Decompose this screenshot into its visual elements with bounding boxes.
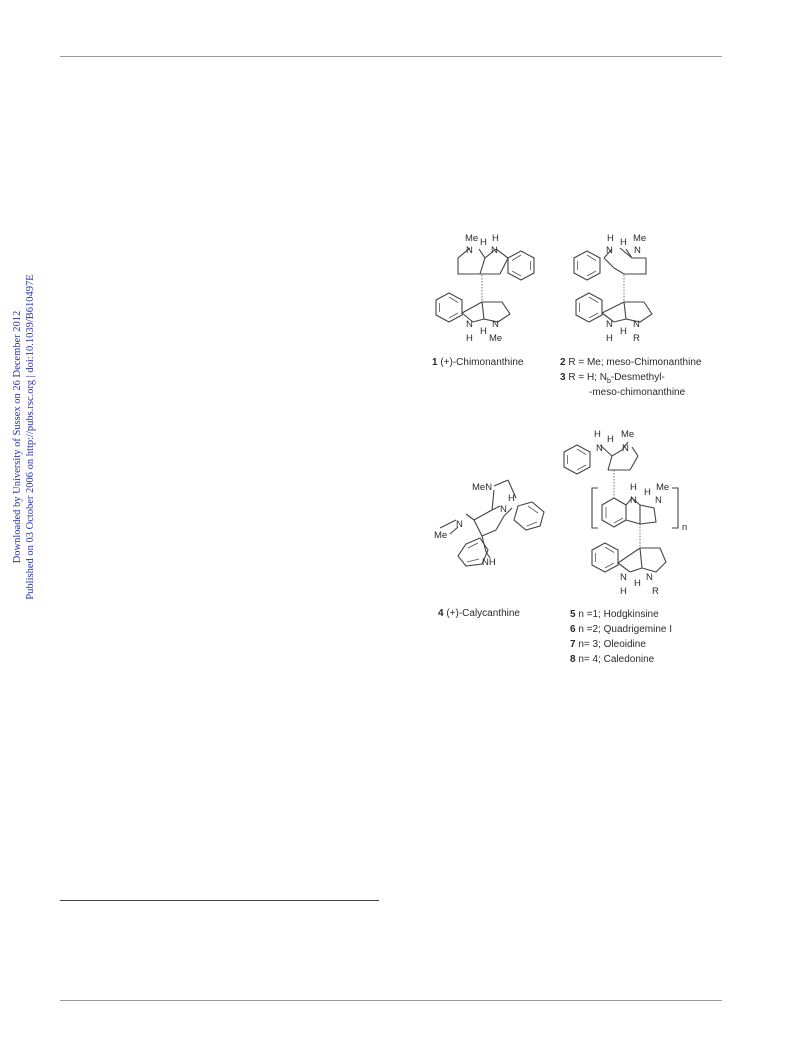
atom-label: H [466, 333, 473, 344]
atom-label: NH [482, 557, 496, 568]
atom-label: H [644, 487, 651, 498]
atom-label: N [492, 319, 499, 330]
atom-label: H [492, 233, 499, 244]
caption-3-line2: -meso-chimonanthine [589, 387, 686, 398]
atom-label: n [682, 522, 687, 533]
atom-label: H [620, 326, 627, 337]
atom-label: N [606, 245, 613, 256]
atom-label: H [630, 482, 637, 493]
structure-2-3: H Me N H N N H H N R [573, 233, 653, 344]
atom-label: N [500, 504, 507, 515]
atom-label: N [491, 245, 498, 256]
atom-label: N [646, 572, 653, 583]
caption-6: 6 n =2; Quadrigemine I [570, 624, 672, 635]
caption-7: 7 n= 3; Oleoidine [570, 639, 646, 650]
structure-5-8: n H H Me N N H H Me N N N H H N R [563, 429, 687, 597]
atom-label: Me [621, 429, 634, 440]
atom-label: H [594, 429, 601, 440]
footer-rule [60, 1000, 722, 1001]
atom-label: Me [656, 482, 669, 493]
atom-label: N [622, 443, 629, 454]
atom-label: Me [489, 333, 502, 344]
header-rule [60, 56, 722, 57]
atom-label: N [630, 495, 637, 506]
atom-label: H [480, 326, 487, 337]
atom-label: N [606, 319, 613, 330]
caption-3: 3 R = H; Nb-Desmethyl- [560, 372, 665, 385]
atom-label: Me [633, 233, 646, 244]
structure-1: Me H N H N N H H N Me [435, 233, 535, 344]
atom-label: N [596, 443, 603, 454]
atom-label: N [466, 319, 473, 330]
atom-label: H [634, 578, 641, 589]
atom-label: H [607, 434, 614, 445]
atom-label: Me [434, 530, 447, 541]
atom-label: N [620, 572, 627, 583]
structure-4: MeN H N N Me NH [434, 479, 545, 568]
atom-label: Me [465, 233, 478, 244]
atom-label: H [480, 237, 487, 248]
caption-8: 8 n= 4; Caledonine [570, 654, 655, 665]
atom-label: N [655, 495, 662, 506]
atom-label: H [620, 586, 627, 597]
atom-label: H [508, 493, 515, 504]
atom-label: H [620, 237, 627, 248]
atom-label: N [466, 245, 473, 256]
caption-1: 1 (+)-Chimonanthine [432, 357, 524, 368]
atom-label: N [456, 519, 463, 530]
caption-4: 4 (+)-Calycanthine [438, 608, 520, 619]
atom-label: N [634, 245, 641, 256]
caption-5: 5 n =1; Hodgkinsine [570, 609, 659, 620]
atom-label: MeN [472, 482, 492, 493]
caption-2: 2 R = Me; meso-Chimonanthine [560, 357, 702, 368]
atom-label: H [606, 333, 613, 344]
atom-label: N [633, 319, 640, 330]
atom-label: R [633, 333, 640, 344]
footnote-rule [60, 900, 379, 901]
atom-label: H [607, 233, 614, 244]
atom-label: R [652, 586, 659, 597]
